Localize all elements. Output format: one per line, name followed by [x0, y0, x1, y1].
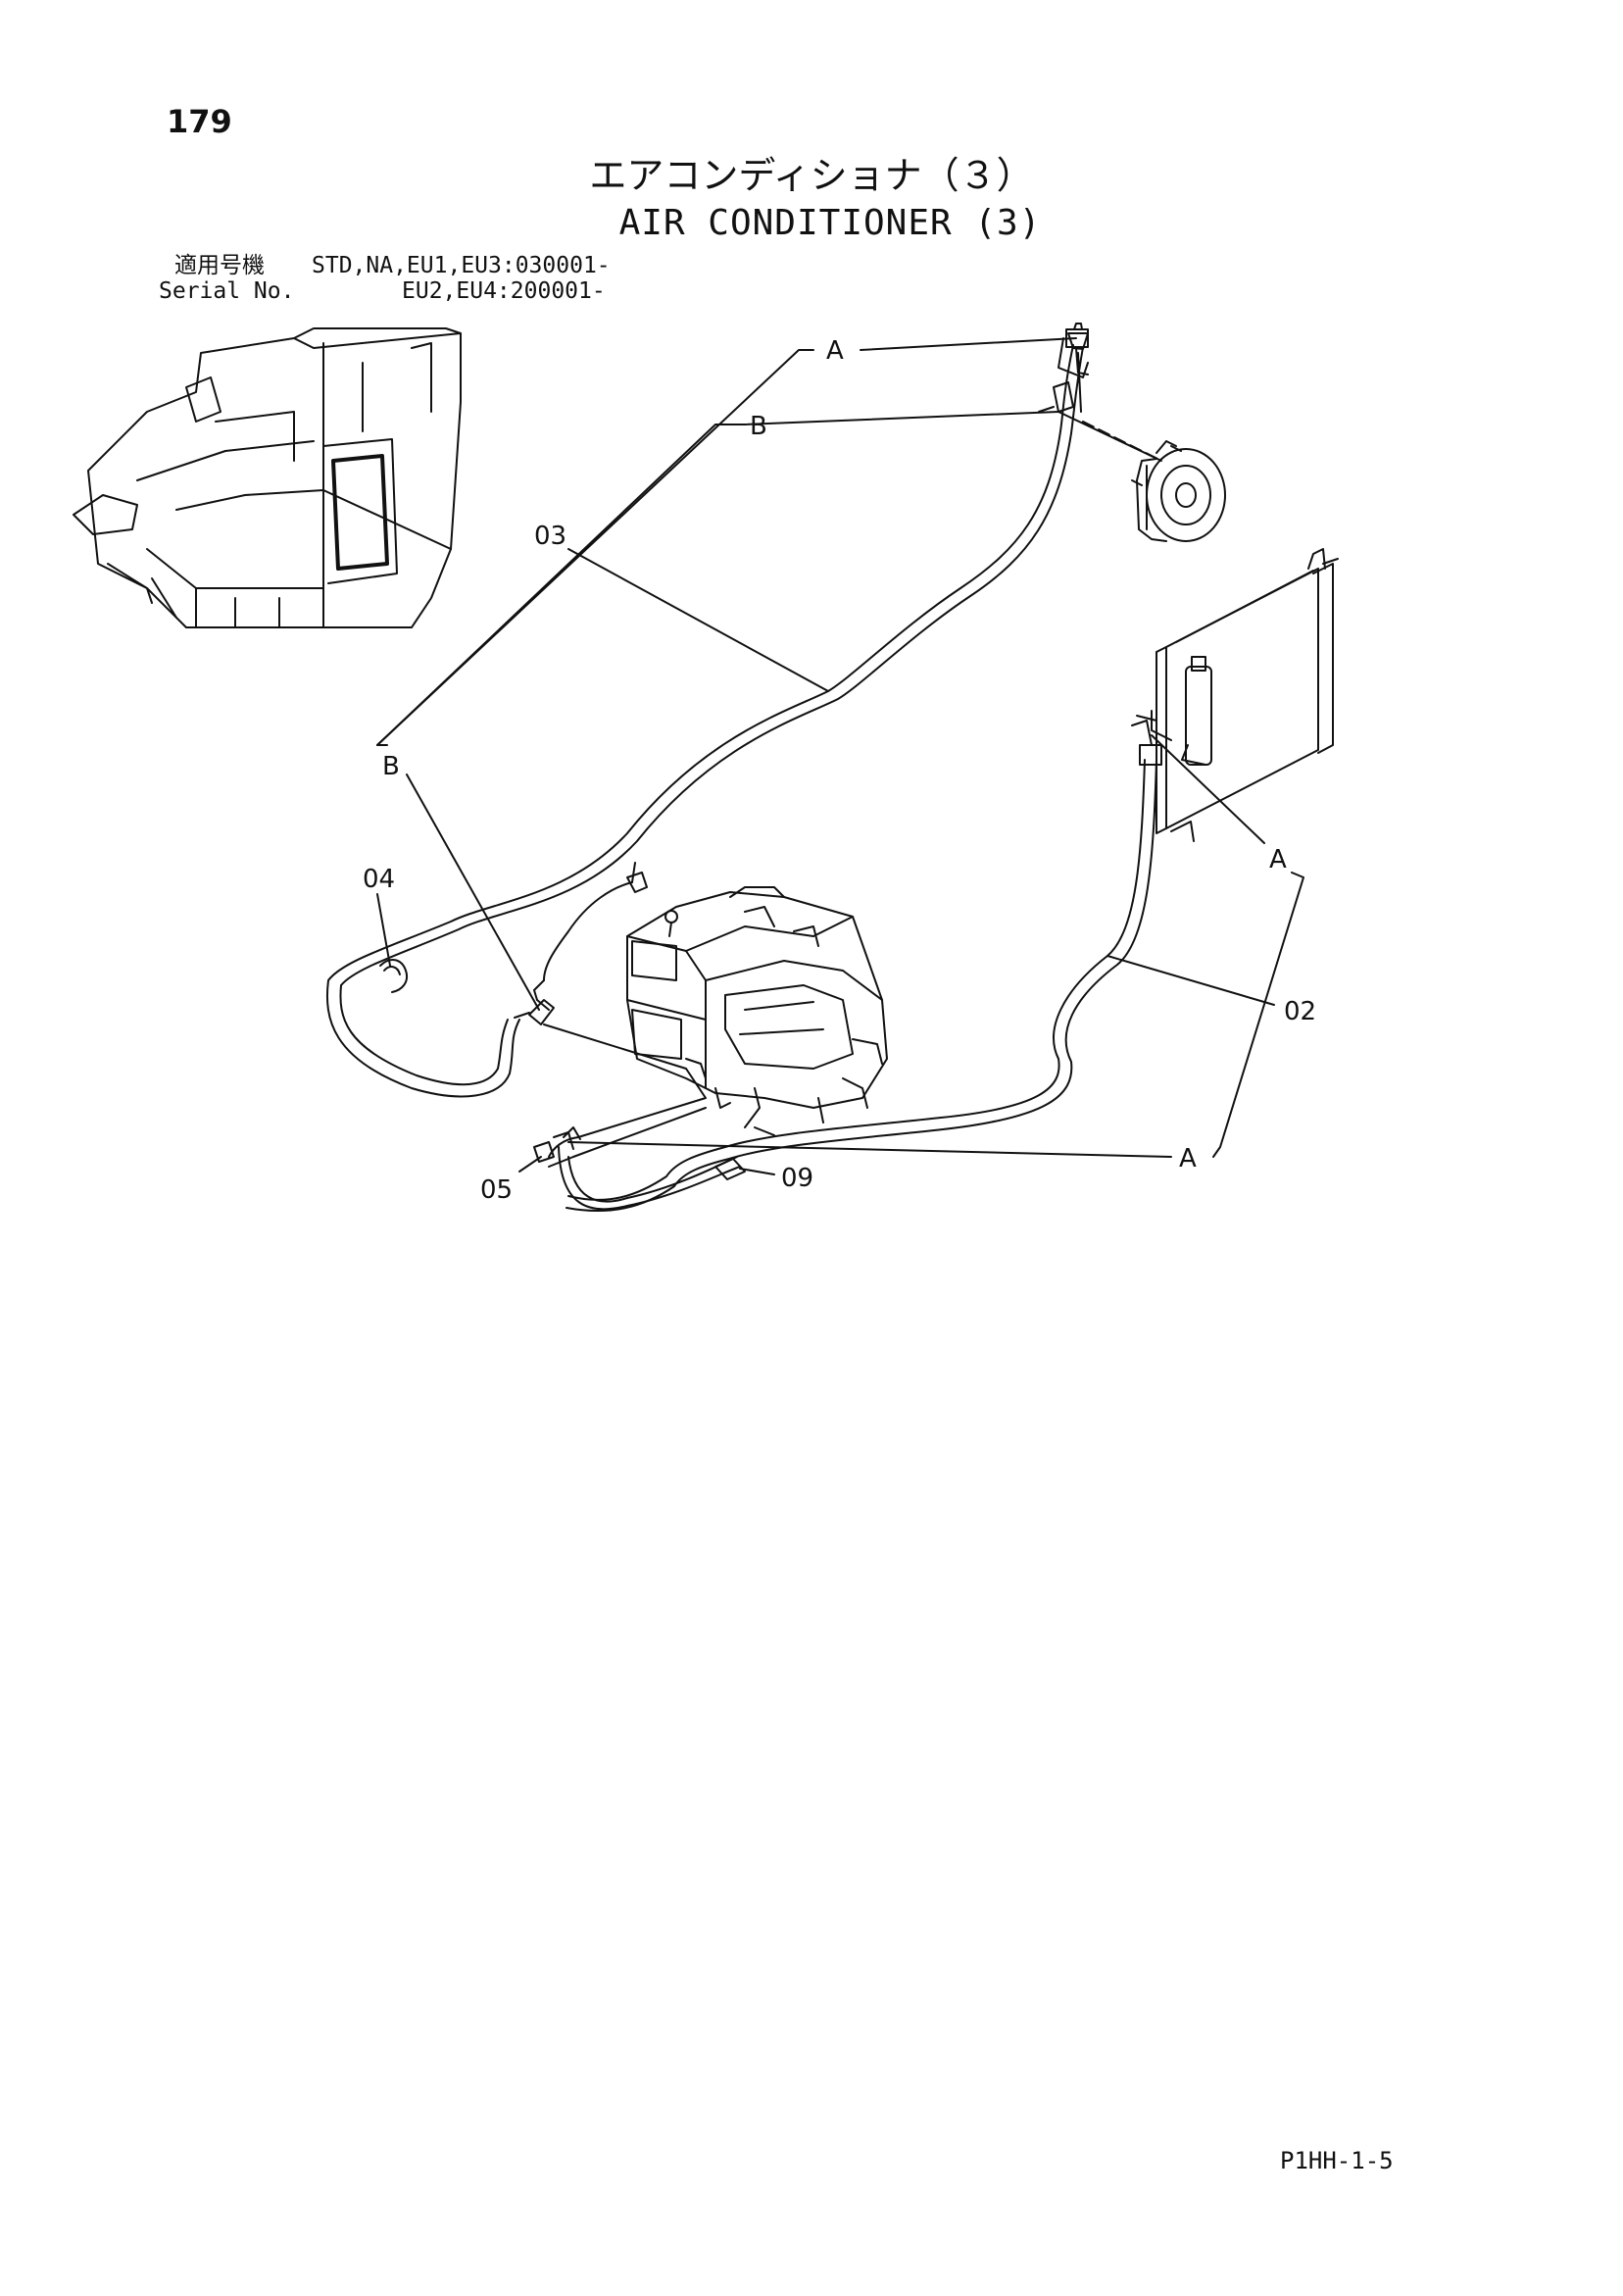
hose-09 — [543, 1023, 746, 1211]
condenser — [1151, 548, 1339, 842]
page-number: 179 — [167, 103, 232, 140]
clamp-04 — [379, 959, 408, 993]
hose-02 — [566, 715, 1162, 1213]
callout-b-top: B — [750, 412, 767, 441]
ac-unit — [626, 886, 888, 1136]
title-japanese: エアコンディショナ（３） — [589, 154, 1034, 197]
serial-range-2: EU2,EU4:200001- — [402, 278, 606, 304]
callout-04: 04 — [363, 865, 395, 894]
hose-03 — [325, 323, 1089, 1098]
callout-labels: A B 03 B 04 A 02 A 05 09 — [363, 336, 1316, 1205]
callout-a-right: A — [1269, 845, 1287, 874]
callout-02: 02 — [1284, 997, 1316, 1026]
serial-label-english: Serial No. — [159, 278, 295, 304]
callout-a-bottom: A — [1179, 1144, 1197, 1173]
machine-overview-illustration — [73, 327, 462, 628]
document-code: P1HH-1-5 — [1280, 2147, 1394, 2174]
callout-09: 09 — [781, 1164, 813, 1193]
serial-range-1: STD,NA,EU1,EU3:030001- — [312, 253, 611, 278]
wire-harness — [533, 862, 648, 1011]
callout-a-top: A — [826, 336, 844, 366]
callout-03: 03 — [534, 522, 566, 551]
leader-lines — [376, 337, 1304, 1175]
title-english: AIR CONDITIONER (3) — [618, 203, 1042, 243]
fitting-05 — [533, 1126, 581, 1163]
fitting-03-end — [514, 999, 555, 1025]
callout-05: 05 — [480, 1175, 513, 1205]
callout-b-left: B — [382, 752, 400, 781]
serial-label-japanese: 適用号機 — [174, 253, 265, 278]
compressor — [1131, 440, 1226, 542]
